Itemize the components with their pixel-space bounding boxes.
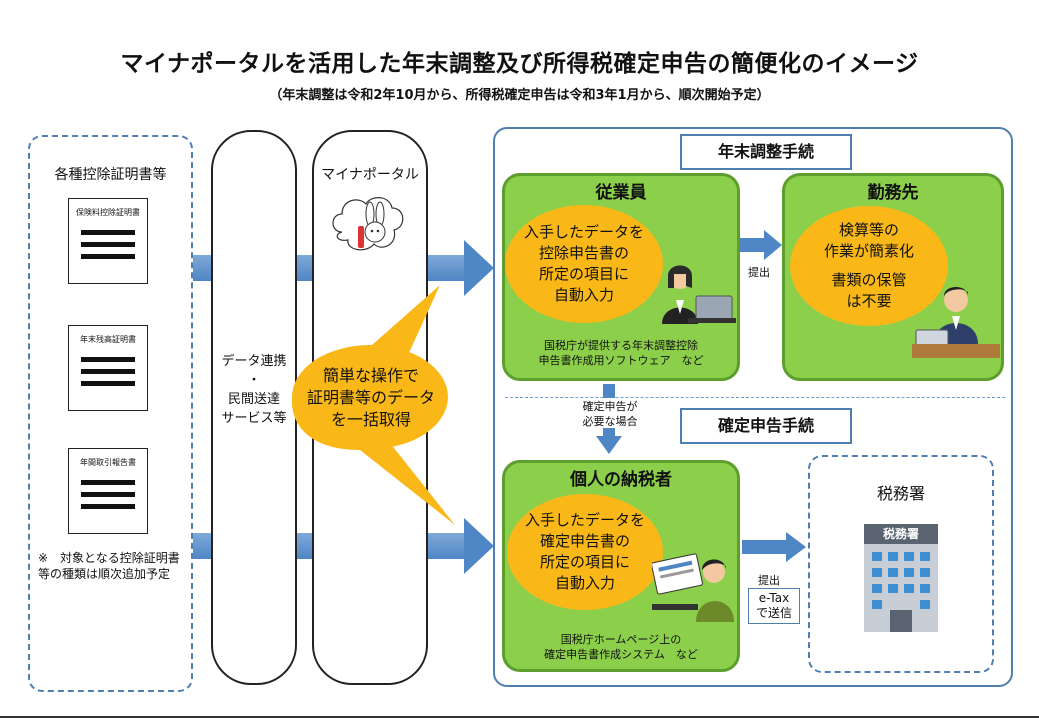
manager-icon <box>912 287 1000 358</box>
employee-bubble: 入手したデータを 控除申告書の 所定の項目に 自動入力 <box>505 205 663 323</box>
flow-band <box>297 533 312 559</box>
tax-office-building-icon: 税務署 <box>864 524 938 632</box>
taxpayer-bubble: 入手したデータを 確定申告書の 所定の項目に 自動入力 <box>507 494 663 610</box>
employer-bubble: 検算等の 作業が簡素化 書類の保管 は不要 <box>790 206 948 326</box>
document-icon: 年末残高証明書 <box>68 325 148 411</box>
arrow-down-icon <box>596 384 622 454</box>
page-subtitle: （年末調整は令和2年10月から、所得税確定申告は令和3年1月から、順次開始予定） <box>269 88 770 103</box>
down-arrow-text: 確定申告が 必要な場合 <box>570 399 650 429</box>
taxpayer-title: 個人の納税者 <box>570 470 672 490</box>
employee-title: 従業員 <box>595 183 647 203</box>
document-icon: 保険料控除証明書 <box>68 198 148 284</box>
document-label: 保険料控除証明書 <box>76 208 140 217</box>
year-end-adjustment-label: 年末調整手続 <box>680 134 852 170</box>
speech-bubble <box>291 285 455 525</box>
myna-portal-title: マイナポータル <box>321 167 419 183</box>
document-icon: 年間取引報告書 <box>68 448 148 534</box>
employer-title: 勤務先 <box>867 183 919 203</box>
flow-band <box>297 255 312 281</box>
etax-label: e-Tax で送信 <box>748 588 800 624</box>
data-linkage-text: データ連携 ・ 民間送達 サービス等 <box>221 354 287 426</box>
tax-office-title: 税務署 <box>876 484 925 503</box>
tax-office-sign: 税務署 <box>864 524 938 544</box>
mascot-icon <box>332 197 404 251</box>
tax-office-box <box>808 455 994 673</box>
arrow-right-icon <box>464 518 494 574</box>
data-linkage-pill <box>211 130 297 685</box>
flow-band <box>428 533 468 559</box>
taxpayer-at-computer-icon <box>652 553 734 622</box>
arrow-right-icon <box>464 240 494 296</box>
taxpayer-caption: 国税庁ホームページ上の 確定申告書作成システム など <box>544 633 698 661</box>
page-title: マイナポータルを活用した年末調整及び所得税確定申告の簡便化のイメージ <box>120 51 919 77</box>
arrow-right-icon <box>740 230 782 260</box>
deduction-certificates-panel <box>28 135 193 692</box>
submit-label: 提出 <box>748 266 770 279</box>
footnote: ※ 対象となる控除証明書等の種類は順次追加予定 <box>38 551 180 581</box>
bottom-rule <box>0 716 1039 718</box>
employee-caption: 国税庁が提供する年末調整控除 申告書作成用ソフトウェア など <box>538 339 704 367</box>
submit-label: 提出 <box>758 574 780 587</box>
office-worker-icon <box>662 265 736 324</box>
speech-text: 簡単な操作で 証明書等のデータ を一括取得 <box>306 366 435 429</box>
procedure-panel <box>493 127 1013 687</box>
document-label: 年間取引報告書 <box>80 458 136 467</box>
flow-band <box>193 255 211 281</box>
flow-band <box>428 255 468 281</box>
tax-return-label: 確定申告手続 <box>680 408 852 444</box>
deduction-certificates-title: 各種控除証明書等 <box>54 167 167 183</box>
flow-band <box>193 533 211 559</box>
document-label: 年末残高証明書 <box>80 335 136 344</box>
divider <box>505 397 1005 398</box>
arrow-right-icon <box>742 532 806 562</box>
